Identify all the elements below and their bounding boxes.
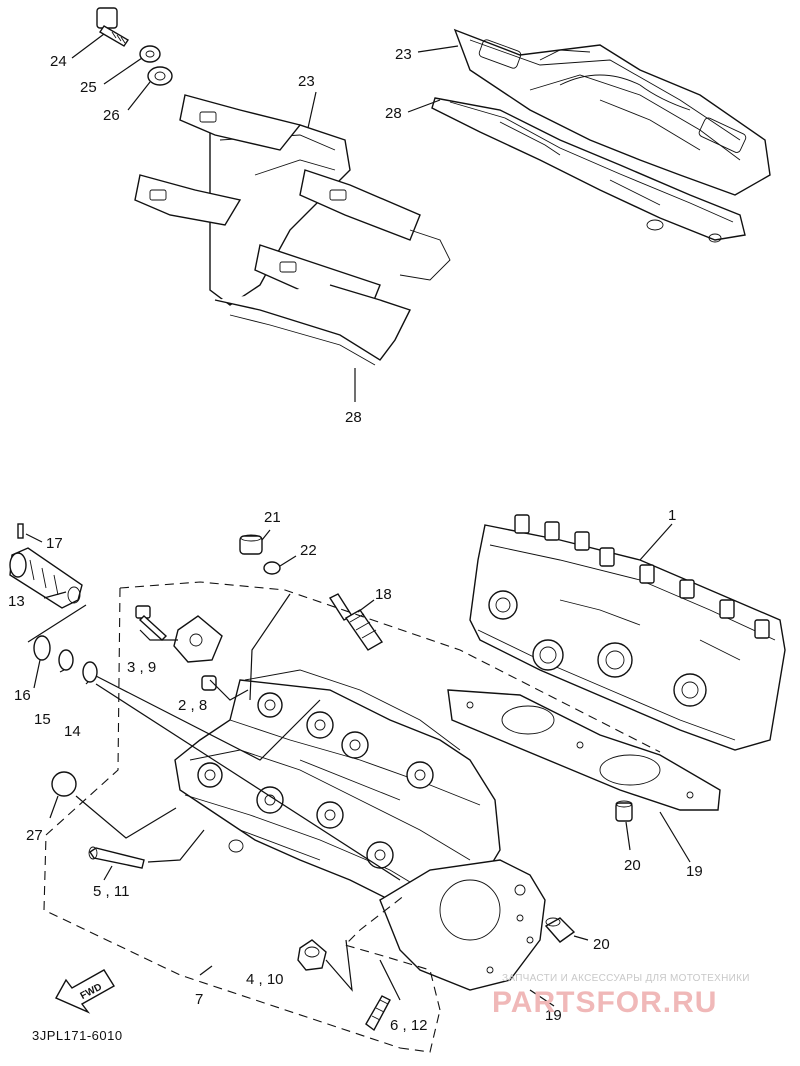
dowel-pin-20-upper[interactable]: [615, 800, 633, 822]
plug-cover-plate[interactable]: [173, 615, 223, 663]
watermark-tagline: ЗАПЧАСТИ И АКСЕССУАРЫ ДЛЯ МОТОТЕХНИКИ: [502, 973, 750, 984]
label-5-11: 5 , 11: [93, 883, 130, 900]
label-24: 24: [50, 53, 67, 70]
gasket-front[interactable]: [214, 229, 451, 366]
label-17: 17: [46, 535, 63, 552]
cap-21[interactable]: [239, 534, 263, 555]
label-7: 7: [195, 991, 204, 1008]
label-16: 16: [14, 687, 31, 704]
plug-4-10[interactable]: [297, 939, 327, 971]
dowel-pin-20-lower[interactable]: [544, 917, 576, 943]
label-23-front: 23: [298, 73, 315, 90]
valve-guide-5-11[interactable]: [88, 846, 145, 869]
label-15: 15: [34, 711, 51, 728]
label-1: 1: [668, 507, 677, 524]
cylinder-head-7[interactable]: [174, 669, 501, 921]
label-22: 22: [300, 542, 317, 559]
spark-plug-18[interactable]: [328, 593, 384, 651]
bolt-24[interactable]: [96, 7, 129, 47]
o-ring-15[interactable]: [58, 649, 74, 671]
gasket-22[interactable]: [263, 561, 281, 575]
label-20-lower: 20: [593, 936, 610, 953]
label-28-rear: 28: [385, 105, 402, 122]
label-20-upper: 20: [624, 857, 641, 874]
cap-27[interactable]: [51, 771, 77, 797]
washer-26[interactable]: [147, 66, 173, 86]
watermark-brand: PARTSFOR.RU: [492, 986, 718, 1019]
label-21: 21: [264, 509, 281, 526]
head-cover-rear[interactable]: [453, 28, 771, 196]
washer-25[interactable]: [139, 45, 161, 63]
label-19-upper: 19: [686, 863, 703, 880]
head-gasket-lower[interactable]: [379, 859, 546, 991]
label-3-9: 3 , 9: [127, 659, 157, 676]
dowel-2-8[interactable]: [201, 675, 217, 691]
bolt-3-9[interactable]: [135, 605, 168, 641]
label-27: 27: [26, 827, 43, 844]
label-26: 26: [103, 107, 120, 124]
stud-bolt-6-12[interactable]: [365, 995, 391, 1032]
label-14: 14: [64, 723, 81, 740]
label-19-lower: 19: [545, 1007, 562, 1024]
head-gasket-upper[interactable]: [447, 689, 721, 811]
cylinder-head-assembly-1[interactable]: [469, 514, 786, 751]
label-28-front: 28: [345, 409, 362, 426]
label-25: 25: [80, 79, 97, 96]
o-ring-14[interactable]: [82, 661, 98, 683]
fwd-arrow-icon: FWD: [55, 969, 115, 1014]
label-4-10: 4 , 10: [246, 971, 284, 988]
gasket-rear[interactable]: [431, 97, 746, 243]
label-18: 18: [375, 586, 392, 603]
label-6-12: 6 , 12: [390, 1017, 428, 1034]
pin-17[interactable]: [17, 523, 24, 539]
head-cover-front[interactable]: [134, 94, 421, 311]
label-2-8: 2 , 8: [178, 697, 208, 714]
label-13: 13: [8, 593, 25, 610]
diagram-code: 3JPL171-6010: [32, 1028, 123, 1043]
label-23-rear: 23: [395, 46, 412, 63]
o-ring-16[interactable]: [33, 635, 51, 661]
